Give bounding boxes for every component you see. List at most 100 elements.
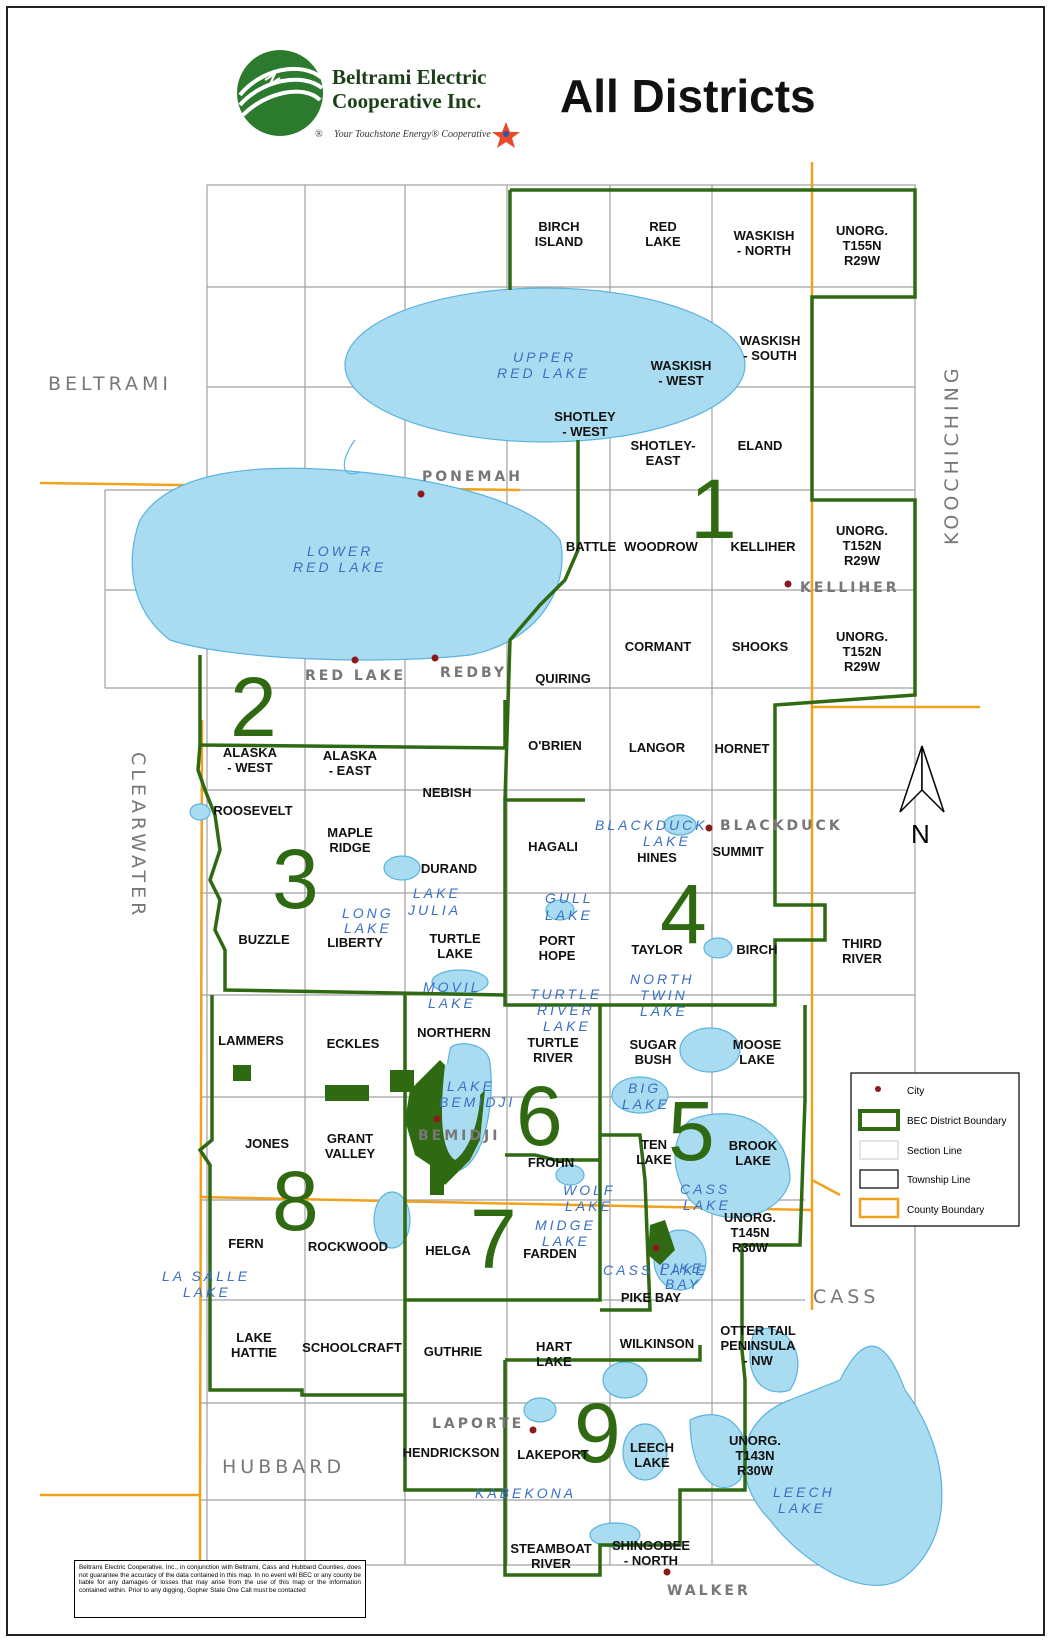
township-label: CORMANT xyxy=(625,639,691,654)
township-label: TAYLOR xyxy=(631,942,683,957)
township-label: GUTHRIE xyxy=(424,1344,483,1359)
township-label: WASKISH- WEST xyxy=(651,358,712,388)
township-label: SHOTLEY-EAST xyxy=(630,438,695,468)
touchstone-star-icon xyxy=(492,122,520,148)
township-label: ALASKA- WEST xyxy=(223,745,278,775)
svg-text:LAKE: LAKE xyxy=(683,1197,731,1213)
upper-red-lake xyxy=(344,287,746,443)
svg-text:LAKE: LAKE xyxy=(545,907,593,923)
svg-text:LAKE: LAKE xyxy=(447,1078,495,1094)
legend-city: City xyxy=(907,1086,924,1097)
svg-text:RED LAKE: RED LAKE xyxy=(497,365,590,381)
svg-text:LAKE: LAKE xyxy=(542,1233,590,1249)
lower-red-lake xyxy=(131,467,563,661)
township-label: NORTHERN xyxy=(417,1025,491,1040)
district-number: 1 xyxy=(690,462,737,556)
svg-text:LAKE: LAKE xyxy=(413,885,461,901)
svg-text:LAKE: LAKE xyxy=(778,1500,826,1516)
township-label: SHOOKS xyxy=(732,639,789,654)
svg-text:LEECH: LEECH xyxy=(773,1484,835,1500)
legend-district-boundary: BEC District Boundary xyxy=(907,1116,1006,1127)
svg-text:LONG: LONG xyxy=(342,905,394,921)
township-label: LANGOR xyxy=(629,740,686,755)
county-cass: CASS xyxy=(813,1286,879,1308)
svg-text:LAKE: LAKE xyxy=(643,833,691,849)
city-kelliher: KELLIHER xyxy=(800,580,900,596)
city-blackduck: BLACKDUCK xyxy=(720,818,843,834)
township-label: ELAND xyxy=(738,438,783,453)
bec-logo: Beltrami Electric Cooperative Inc. ® You… xyxy=(237,50,520,148)
township-label: QUIRING xyxy=(535,671,591,686)
logo-tagline: Your Touchstone Energy® Cooperative xyxy=(334,129,491,140)
legend-city-icon xyxy=(875,1086,881,1092)
svg-text:CASS: CASS xyxy=(680,1181,730,1197)
legend-county-boundary: County Boundary xyxy=(907,1205,984,1216)
township-label: WILKINSON xyxy=(620,1336,694,1351)
svg-text:KABEKONA: KABEKONA xyxy=(475,1485,576,1501)
township-label: HINES xyxy=(637,850,677,865)
district-number: 7 xyxy=(470,1192,517,1286)
city-markers xyxy=(351,490,792,1576)
district-number: 2 xyxy=(230,660,277,754)
logo-registered-mark: ® xyxy=(315,129,323,140)
svg-text:LA SALLE: LA SALLE xyxy=(162,1268,250,1284)
township-label: ROOSEVELT xyxy=(213,803,292,818)
township-label: ALASKA- EAST xyxy=(323,748,378,778)
svg-text:BLACKDUCK: BLACKDUCK xyxy=(595,817,708,833)
svg-text:NORTH: NORTH xyxy=(630,971,695,987)
district-numbers: 1 2 3 4 5 6 7 8 9 xyxy=(230,462,737,1480)
township-label: SHOTLEY- WEST xyxy=(554,409,616,439)
district-number: 6 xyxy=(516,1069,563,1163)
svg-text:BAY: BAY xyxy=(665,1276,701,1292)
township-label: ECKLES xyxy=(327,1036,380,1051)
legend-county-swatch xyxy=(858,1197,900,1219)
lake-labels: UPPER RED LAKE LOWER RED LAKE BLACKDUCK … xyxy=(162,349,835,1516)
county-beltrami: BELTRAMI xyxy=(48,373,172,395)
district-boundaries xyxy=(196,188,917,1577)
township-label: SCHOOLCRAFT xyxy=(302,1340,402,1355)
district-1-boundary xyxy=(503,188,917,1007)
township-label: HENDRICKSON xyxy=(403,1445,500,1460)
legend-township-swatch xyxy=(859,1169,899,1189)
city-walker: WALKER xyxy=(667,1583,751,1599)
svg-text:GULL: GULL xyxy=(545,890,594,906)
township-label: FERN xyxy=(228,1236,263,1251)
legend-township-line: Township Line xyxy=(907,1175,971,1186)
township-label: FROHN xyxy=(528,1155,574,1170)
district-number: 8 xyxy=(272,1154,319,1248)
township-label: LAKEPORT xyxy=(517,1447,589,1462)
county-koochiching: KOOCHICHING xyxy=(941,364,963,545)
township-label: FARDEN xyxy=(523,1246,576,1261)
county-hubbard: HUBBARD xyxy=(222,1456,345,1478)
legend-district-swatch xyxy=(858,1109,900,1131)
township-label: SHINGOBEE- NORTH xyxy=(612,1538,690,1568)
svg-text:BEMIDJI: BEMIDJI xyxy=(439,1094,515,1110)
svg-text:LAKE: LAKE xyxy=(183,1284,231,1300)
logo-name-line2: Cooperative Inc. xyxy=(332,89,481,113)
township-label: DURAND xyxy=(421,861,477,876)
svg-text:RED LAKE: RED LAKE xyxy=(293,559,386,575)
city-red-lake: RED LAKE xyxy=(305,668,406,684)
page-title: All Districts xyxy=(560,70,816,122)
svg-text:WOLF: WOLF xyxy=(563,1182,615,1198)
township-label: HORNET xyxy=(715,741,770,756)
district-2-boundary xyxy=(198,655,507,750)
township-label: NEBISH xyxy=(422,785,471,800)
